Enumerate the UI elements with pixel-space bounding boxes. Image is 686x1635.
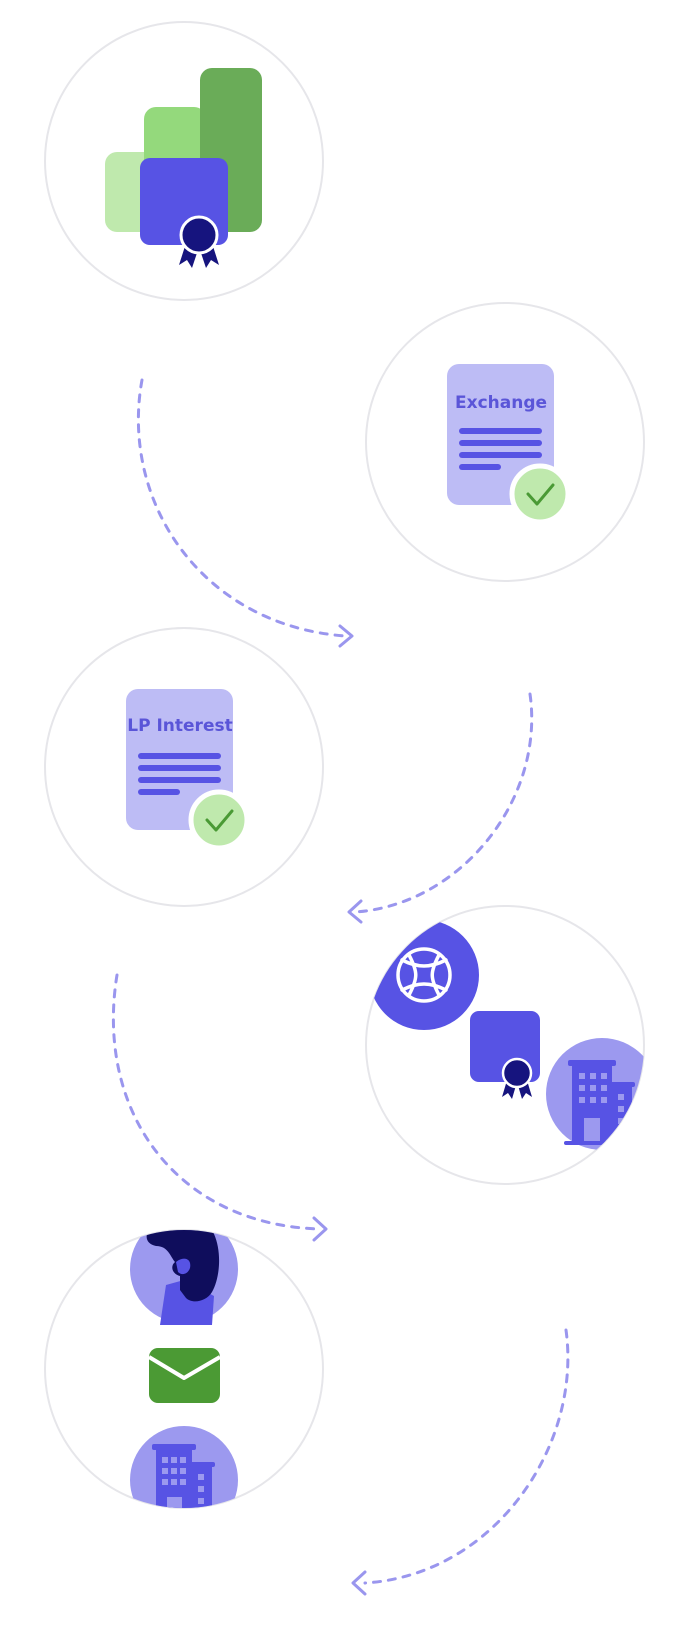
lp-interest-document-approved-icon: LP Interest xyxy=(126,689,250,851)
connector-3 xyxy=(111,973,328,1242)
arrow-right-icon xyxy=(338,624,354,648)
bar-chart-certificate-icon xyxy=(105,68,262,268)
connector-2 xyxy=(347,692,534,924)
checkmark-icon xyxy=(205,809,234,832)
checkmark-icon xyxy=(526,483,555,506)
mail-icon xyxy=(147,1348,222,1403)
connector-1 xyxy=(136,378,354,648)
check-badge-icon xyxy=(188,789,250,851)
connector-4-path xyxy=(363,1328,570,1585)
arrow-right-icon xyxy=(312,1216,328,1242)
building-icon xyxy=(152,1444,215,1508)
platform-logo-icon xyxy=(369,920,479,1030)
person-avatar-icon xyxy=(130,1230,238,1325)
step-3-node: LP Interest xyxy=(44,627,324,907)
connector-1-path xyxy=(136,378,347,638)
loop-logo-icon xyxy=(396,947,452,1003)
document-lines xyxy=(459,428,542,470)
arrow-left-icon xyxy=(351,1570,367,1596)
arrow-left-icon xyxy=(347,899,363,924)
connector-3-path xyxy=(111,973,322,1231)
document-title: LP Interest xyxy=(127,716,232,736)
ribbon-seal-icon xyxy=(501,1057,533,1099)
check-badge-icon xyxy=(509,463,571,525)
ribbon-seal-icon xyxy=(179,215,219,268)
step-5-node xyxy=(44,1229,324,1509)
step-4-node xyxy=(365,905,645,1185)
step-2-node: Exchange xyxy=(365,302,645,582)
document-lines xyxy=(138,753,221,795)
connector-2-path xyxy=(353,692,534,914)
exchange-document-approved-icon: Exchange xyxy=(447,364,571,525)
document-title: Exchange xyxy=(455,393,547,413)
connector-4 xyxy=(351,1328,570,1596)
step-1-node xyxy=(44,21,324,301)
